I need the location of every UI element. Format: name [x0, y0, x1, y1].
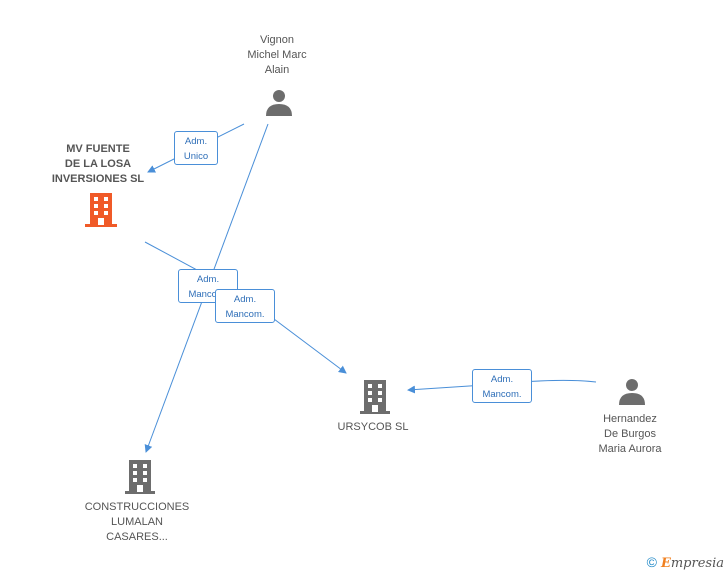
building-icon[interactable]	[125, 460, 155, 494]
node-label-construcciones[interactable]: CONSTRUCCIONES LUMALAN CASARES...	[84, 501, 190, 543]
edge-label-adm-mancom-hernandez[interactable]: Adm. Mancom.	[472, 369, 532, 403]
edge-label-adm-mancom-ursycob[interactable]: Adm. Mancom.	[215, 289, 275, 323]
brand-logo: Empresia	[660, 556, 724, 571]
node-label-mv-fuente[interactable]: MV FUENTE DE LA LOSA INVERSIONES SL	[51, 143, 145, 185]
node-label-hernandez[interactable]: Hernandez De Burgos Maria Aurora	[598, 413, 662, 455]
node-label-vignon[interactable]: Vignon Michel Marc Alain	[247, 34, 307, 76]
building-icon[interactable]	[85, 193, 117, 227]
building-icon[interactable]	[360, 380, 390, 414]
brand-footer: ©Empresia	[647, 554, 724, 571]
copyright-icon: ©	[646, 554, 657, 570]
person-icon[interactable]	[265, 88, 293, 116]
node-label-ursycob[interactable]: URSYCOB SL	[337, 421, 409, 433]
edge-label-adm-unico[interactable]: Adm. Unico	[174, 131, 218, 165]
person-icon[interactable]	[618, 377, 646, 405]
